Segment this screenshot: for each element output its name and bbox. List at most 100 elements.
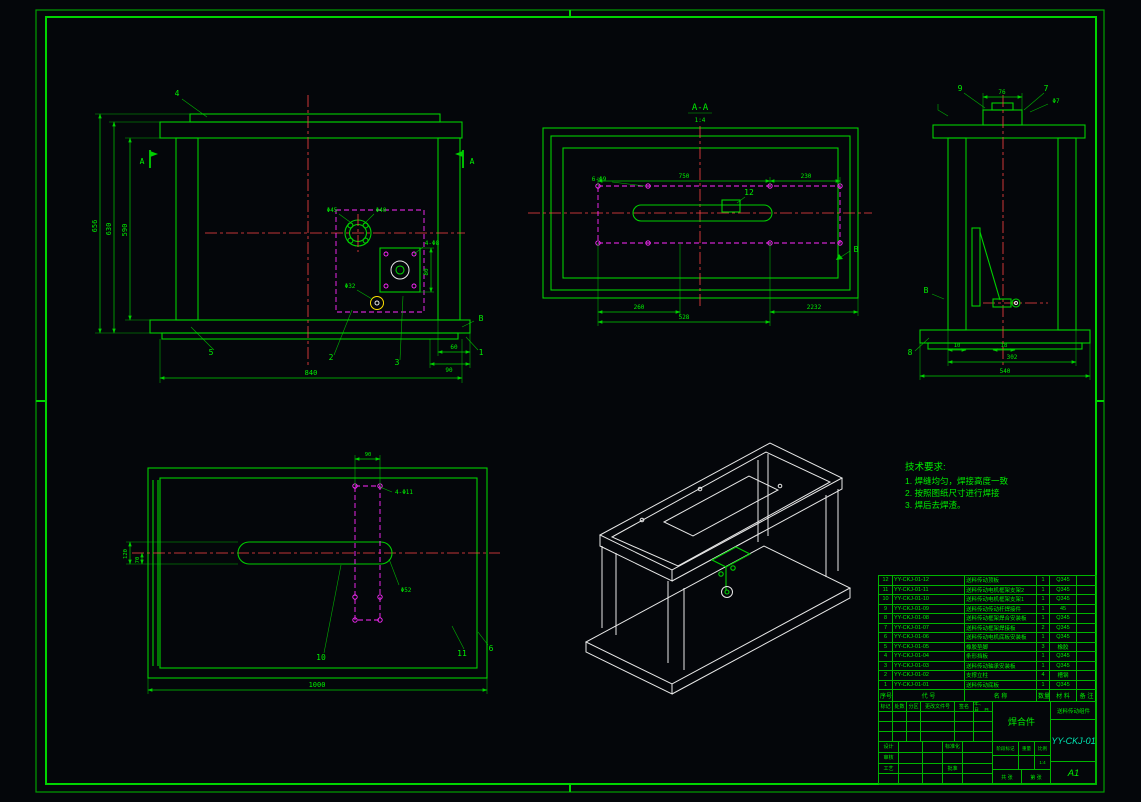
bom-code: YY-CKJ-01-01 [892, 679, 965, 690]
section-b-side: B [924, 286, 929, 295]
label-6d9: 6-Φ9 [592, 176, 607, 183]
bom-material: Q345 [1049, 632, 1077, 643]
tech-req-title: 技术要求: [905, 462, 946, 473]
empty-cell [899, 763, 923, 775]
tech-req-item: 2. 按照图纸尺寸进行焊接 [905, 488, 1000, 498]
dim-10: 10 [954, 343, 961, 349]
bom-qty: 1 [1036, 594, 1050, 605]
empty-cell [974, 712, 993, 722]
revision-table: 标记 处数 分区 更改文件号 签名 年、月、日 [879, 702, 993, 742]
bom-note [1076, 622, 1097, 633]
empty-cell [879, 732, 893, 742]
bom-qty: 1 [1036, 651, 1050, 662]
bom-note [1076, 651, 1097, 662]
bom-note [1076, 632, 1097, 643]
part-balloon-11: 11 [457, 649, 467, 658]
sheet-frame [35, 9, 1105, 793]
staff-process: 工艺 [879, 763, 899, 775]
bom-name: 送料传动轴承安装板 [964, 660, 1037, 671]
stage-label: 阶段标记 [993, 742, 1019, 756]
bom-code: YY-CKJ-01-07 [892, 622, 965, 633]
slot-opening [632, 204, 773, 222]
bom-code: YY-CKJ-01-10 [892, 594, 965, 605]
bom-seq: 5 [878, 641, 893, 652]
empty-cell [899, 752, 923, 764]
bom-name: 送料传动电机底板安装板 [964, 632, 1037, 643]
sheet-number: 第 张 [1022, 770, 1051, 785]
bom-material: 槽钢 [1049, 670, 1077, 681]
bom-seq: 2 [878, 670, 893, 681]
hole-pattern-box [597, 185, 841, 244]
view-plan: 90 4-Φ11 120 70 1000 Φ52 10 11 6 [123, 452, 500, 694]
dim-90-plan: 90 [365, 452, 372, 458]
bom-qty: 1 [1036, 603, 1050, 614]
dim-590: 590 [121, 224, 129, 237]
empty-cell [963, 774, 993, 785]
bom-material: Q345 [1049, 584, 1077, 595]
part-balloon-9: 9 [958, 84, 963, 93]
front-bolt-highlight [370, 296, 384, 310]
dim-70: 70 [135, 557, 141, 564]
empty-cell [943, 774, 963, 785]
empty-cell [879, 774, 899, 785]
empty-cell [963, 752, 993, 764]
bom-note [1076, 670, 1097, 681]
sheets-total: 共 张 [993, 770, 1022, 785]
part-balloon-7: 7 [1044, 84, 1049, 93]
staff-design: 设计 [879, 742, 899, 753]
bom-seq: 6 [878, 632, 893, 643]
bom-code: YY-CKJ-01-11 [892, 584, 965, 595]
staff-check: 审核 [879, 752, 899, 764]
label-d40: Φ40 [376, 207, 387, 214]
bom-seq: 10 [878, 594, 893, 605]
bom-name: 送料传动传动杆焊接件 [964, 603, 1037, 614]
rev-header-count: 处数 [893, 702, 907, 712]
view-isometric [584, 442, 852, 695]
bom-qty: 4 [1036, 670, 1050, 681]
sheet-size: A1 [1051, 762, 1097, 785]
dim-120: 120 [123, 549, 129, 559]
part-balloon-4: 4 [175, 89, 180, 98]
bom-note [1076, 613, 1097, 624]
empty-cell [923, 752, 943, 764]
plan-hole-band [354, 485, 381, 621]
signature-table: 设计 标准化 审核 工艺 批准 [879, 742, 993, 785]
bom-qty: 1 [1036, 613, 1050, 624]
label-d45: Φ45 [327, 207, 338, 214]
dim-630: 630 [105, 223, 113, 236]
dim-2232: 2232 [807, 304, 822, 311]
bom-name: 送料传动顶板 [964, 575, 1037, 586]
bom-material: Q345 [1049, 622, 1077, 633]
bom-material: Q345 [1049, 594, 1077, 605]
view-front: Φ45 Φ40 4-Φ8 Φ32 80 656 630 590 A A [91, 89, 484, 383]
dim-302: 302 [1007, 354, 1018, 361]
bom-code: YY-CKJ-01-06 [892, 632, 965, 643]
part-balloon-1: 1 [479, 348, 484, 357]
empty-cell [974, 722, 993, 732]
bom-note [1076, 584, 1097, 595]
empty-cell [943, 752, 963, 764]
bom-qty: 1 [1036, 632, 1050, 643]
bom-note [1076, 660, 1097, 671]
bom-qty: 1 [1036, 679, 1050, 690]
label-d32: Φ32 [345, 283, 356, 290]
bom-material: 45 [1049, 603, 1077, 614]
empty-cell [893, 712, 907, 722]
bom-name: 橡胶垫脚 [964, 641, 1037, 652]
sheet-count: 共 张 第 张 [993, 770, 1051, 785]
bom-header-qty: 数量 [1036, 689, 1050, 702]
bom-seq: 11 [878, 584, 893, 595]
title-block: 标记 处数 分区 更改文件号 签名 年、月、日 设计 标准化 审核 工艺 批准 … [878, 701, 1097, 785]
tech-req-item: 1. 焊缝均匀，焊接高度一致 [905, 476, 1008, 486]
label-4d8: 4-Φ8 [425, 240, 440, 247]
bom-note [1076, 603, 1097, 614]
bom-name: 支撑立柱 [964, 670, 1037, 681]
label-d52: Φ52 [401, 587, 412, 594]
rev-header-docno: 更改文件号 [921, 702, 955, 712]
dim-80: 80 [423, 268, 430, 276]
